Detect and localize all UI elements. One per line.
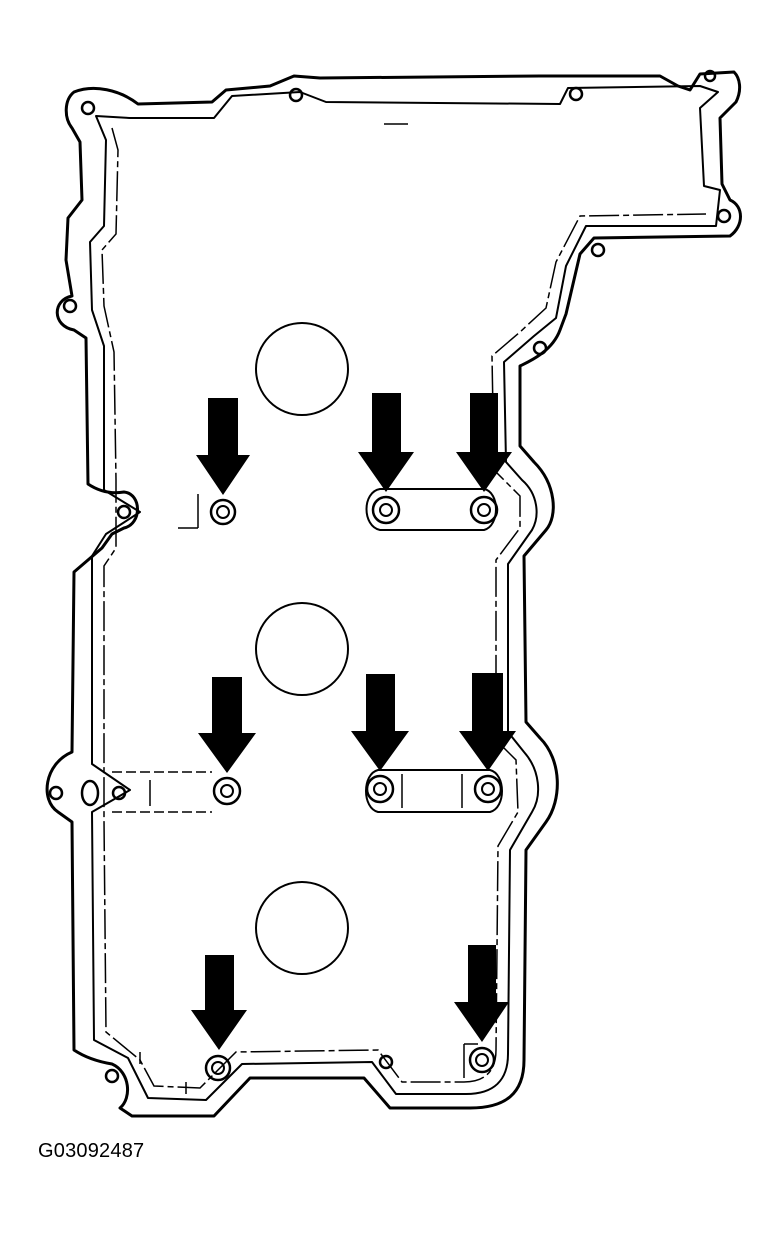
down-arrow	[459, 673, 516, 771]
bolt-location	[365, 774, 395, 804]
plug-tube-opening	[255, 322, 349, 416]
bolt-location	[209, 498, 237, 526]
down-arrow	[358, 393, 414, 492]
corner-bolt-hole	[716, 208, 732, 224]
detail-marks	[139, 123, 478, 1094]
corner-bolt-hole	[703, 69, 717, 83]
bolt-bridge	[112, 771, 212, 813]
arrows-group	[191, 393, 516, 1050]
down-arrow	[454, 945, 509, 1042]
bolt-bridge	[365, 769, 503, 813]
corner-bolt-hole	[111, 785, 127, 801]
bolt-location	[468, 1046, 496, 1074]
corner-bolt-hole	[80, 100, 96, 116]
corner-bolt-hole	[568, 86, 584, 102]
corner-bolt-hole	[116, 504, 132, 520]
corner-bolt-hole	[378, 1054, 394, 1070]
bolt-location	[204, 1054, 232, 1082]
corner-bolt-hole	[48, 785, 64, 801]
gasket-bead-line	[101, 127, 707, 1089]
figure-id-label: G03092487	[38, 1140, 145, 1162]
corner-bolt-hole	[288, 87, 304, 103]
corner-bolt-hole	[104, 1068, 120, 1084]
gasket-inner-outline	[89, 85, 721, 1101]
plug-tube-opening	[255, 602, 349, 696]
corner-bolt-hole	[80, 779, 100, 807]
corner-bolt-hole	[590, 242, 606, 258]
corner-bolt-hole	[62, 298, 78, 314]
plug-tube-opening	[255, 881, 349, 975]
down-arrow	[351, 674, 409, 771]
down-arrow	[196, 398, 250, 495]
bolt-location	[469, 495, 499, 525]
down-arrow	[198, 677, 256, 773]
bolt-location	[212, 776, 242, 806]
gasket-outer-outline	[45, 70, 742, 1118]
bolt-bridge	[365, 488, 497, 531]
down-arrow	[456, 393, 512, 492]
corner-bolt-hole	[532, 340, 548, 356]
bolt-location	[473, 774, 503, 804]
down-arrow	[191, 955, 247, 1050]
bolt-location	[371, 495, 401, 525]
